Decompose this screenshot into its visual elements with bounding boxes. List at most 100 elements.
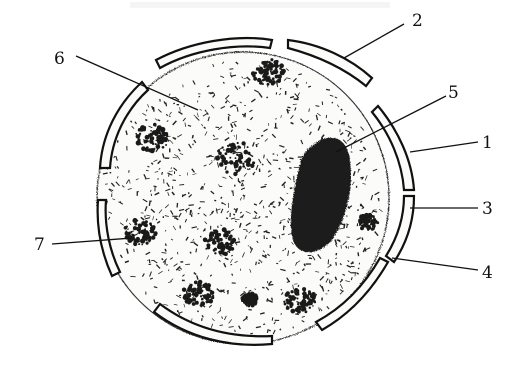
patch-granule [218,151,222,155]
granule [269,206,270,207]
patch-granule [307,297,310,300]
granule [220,225,222,226]
granule [131,121,132,123]
patch-granule [221,146,223,148]
patch-granule [271,71,275,75]
granule [261,135,263,136]
patch-granule [261,71,263,73]
granule [167,264,168,265]
granule [155,302,158,303]
patch-granule [254,72,257,75]
patch-granule [228,232,230,234]
patch-granule [218,233,221,236]
patch-granule [149,139,153,143]
patch-granule [150,130,152,132]
patch-granule [290,290,293,293]
patch-granule [194,292,199,297]
granule [189,205,194,206]
patch-granule [302,299,307,304]
granule [147,166,149,167]
granule [362,238,363,241]
patch-granule [184,296,189,301]
granule [332,102,333,103]
patch-granule [247,304,250,307]
granule [127,229,129,230]
patch-granule [219,238,223,242]
patch-granule [138,224,141,227]
patch-granule [165,144,167,146]
granule [347,237,350,238]
patch-granule [217,244,222,249]
granule [269,285,273,286]
patch-granule [294,291,299,296]
patch-granule [203,237,208,242]
patch-granule [302,291,306,295]
granule [202,318,203,321]
patch-granule [229,143,232,146]
granule [226,218,228,219]
patch-granule [304,310,307,313]
patch-granule [136,134,141,139]
patch-granule [247,146,249,148]
patch-granule [270,58,273,61]
patch-granule [220,155,225,160]
granule [203,186,204,190]
patch-granule [247,152,250,155]
granule [206,156,210,157]
patch-granule [182,287,187,292]
granule [166,103,167,107]
patch-granule [223,149,225,151]
patch-granule [155,143,157,145]
patch-granule [241,153,243,155]
patch-granule [251,295,254,298]
label-4: 4 [482,263,493,283]
patch-granule [146,140,149,143]
granule [358,268,359,269]
patch-granule [205,300,208,303]
patch-granule [245,159,250,164]
patch-granule [150,229,155,234]
granule [236,170,237,172]
patch-granule [259,67,263,71]
patch-granule [190,284,193,287]
patch-granule [220,164,222,166]
patch-granule [138,141,141,144]
granule [247,169,249,170]
patch-granule [364,222,369,227]
patch-granule [373,224,376,227]
granule [360,177,363,178]
granule [233,105,237,106]
patch-granule [143,234,147,238]
granule [289,168,291,169]
patch-granule [235,160,239,164]
patch-granule [132,218,137,223]
patch-granule [288,295,292,299]
patch-granule [134,222,137,225]
granule [262,287,264,288]
granule [345,113,346,115]
patch-granule [261,61,265,65]
patch-granule [222,251,225,254]
patch-granule [146,231,149,234]
patch-granule [211,239,213,241]
patch-granule [211,296,214,299]
patch-granule [229,243,232,246]
patch-granule [371,227,374,230]
patch-granule [186,291,188,293]
patch-granule [302,303,306,307]
granule [196,249,197,253]
patch-granule [136,237,140,241]
granule [179,185,184,186]
patch-granule [188,298,190,300]
patch-granule [264,76,268,80]
patch-granule [311,298,315,302]
granule [264,155,265,159]
patch-granule [367,229,369,231]
granule [358,252,359,256]
patch-granule [238,166,241,169]
patch-granule [145,220,148,223]
granule [249,291,252,292]
patch-granule [234,150,236,152]
granule [232,190,233,192]
patch-granule [238,146,241,149]
